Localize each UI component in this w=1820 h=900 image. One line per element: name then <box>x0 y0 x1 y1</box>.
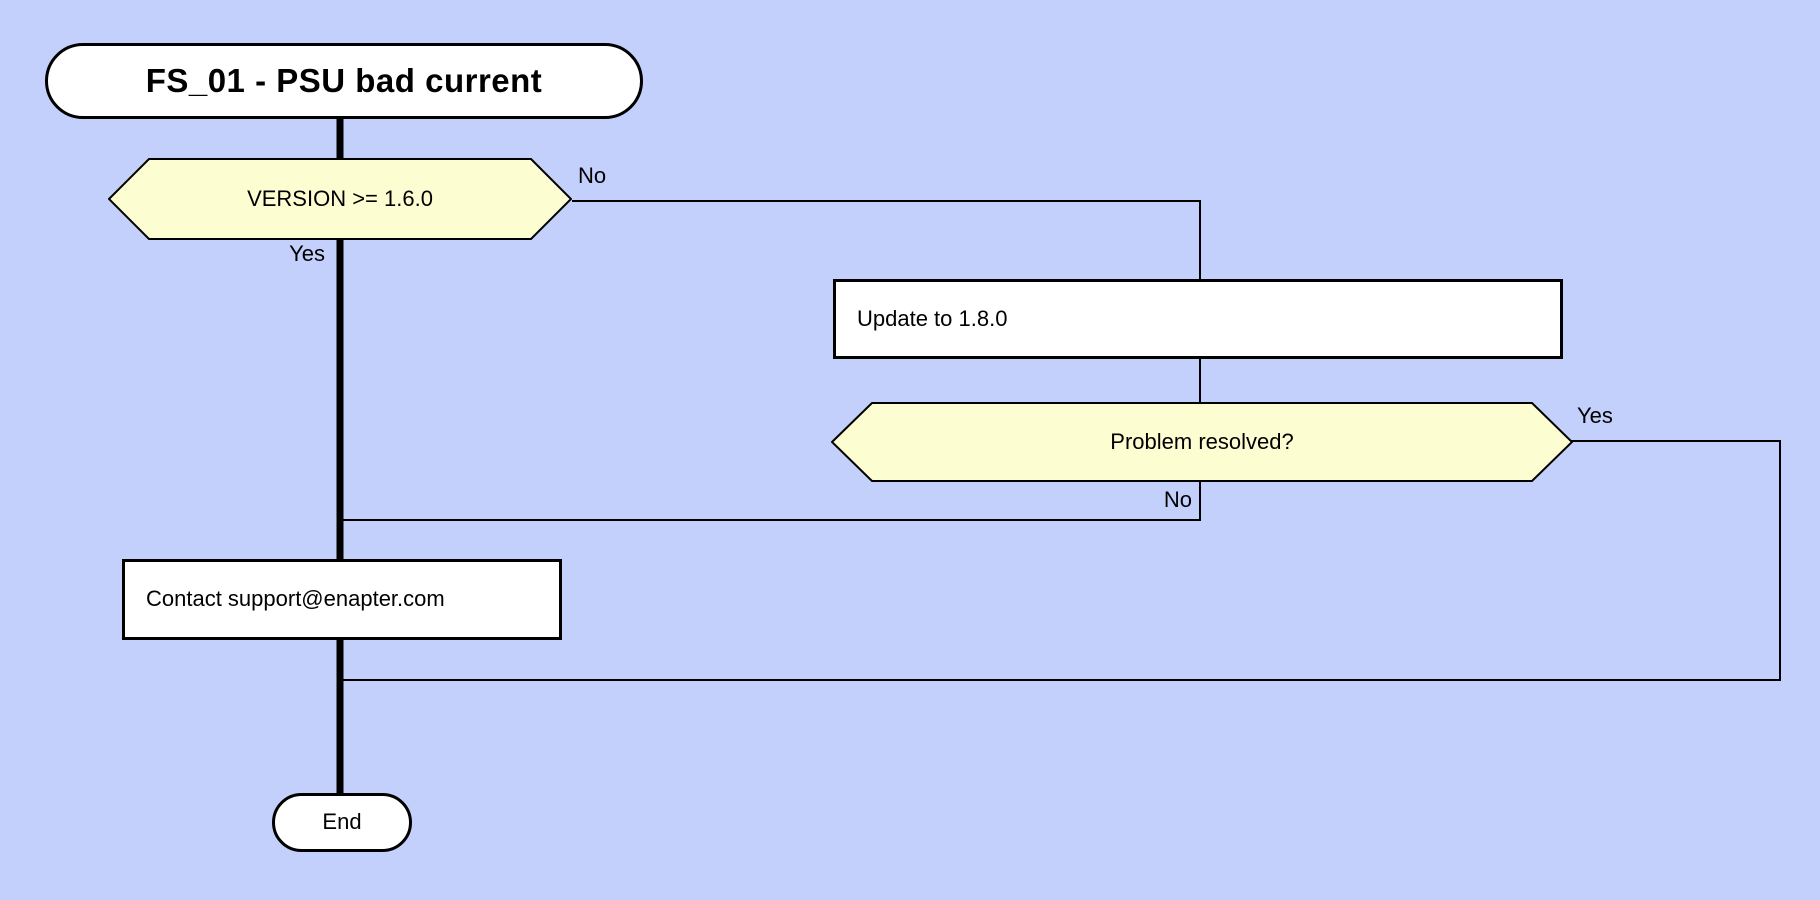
node-end-label: End <box>322 809 362 835</box>
edge-version-no <box>572 200 1201 279</box>
node-start-label: FS_01 - PSU bad current <box>145 62 543 100</box>
node-process-update-label: Update to 1.8.0 <box>857 305 1008 331</box>
edge-label-version-no: No <box>578 163 607 188</box>
node-start: FS_01 - PSU bad current <box>45 43 643 119</box>
node-decision-version: VERSION >= 1.6.0 <box>108 158 572 240</box>
edge-label-resolved-no: No <box>1163 487 1192 512</box>
edge-label-resolved-yes: Yes <box>1577 403 1613 428</box>
edge-resolved-no <box>343 482 1201 521</box>
node-decision-version-label: VERSION >= 1.6.0 <box>247 185 433 211</box>
edge-label-version-yes: Yes <box>289 241 325 266</box>
hexagon-shape <box>108 158 572 240</box>
node-decision-resolved: Problem resolved? <box>831 402 1573 482</box>
node-process-update: Update to 1.8.0 <box>833 279 1563 359</box>
edge-resolved-yes <box>343 440 1781 681</box>
node-process-contact: Contact support@enapter.com <box>122 559 562 640</box>
node-process-contact-label: Contact support@enapter.com <box>146 586 445 612</box>
node-end: End <box>272 793 412 852</box>
node-decision-resolved-label: Problem resolved? <box>1110 428 1294 454</box>
hexagon-shape <box>831 402 1573 482</box>
